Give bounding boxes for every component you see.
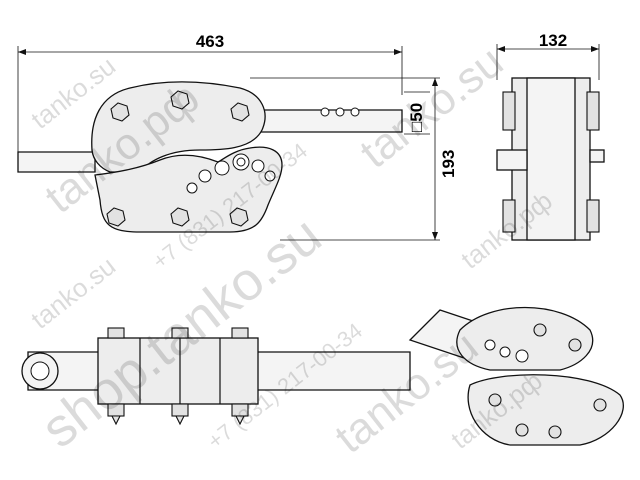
dimension-length: 463 [17, 32, 403, 155]
dimension-width: 132 [496, 31, 600, 80]
dimension-height-label: 193 [439, 150, 458, 178]
dimension-width-label: 132 [539, 31, 567, 50]
dimension-square-label: □50 [407, 103, 426, 132]
bolt-row-lower [106, 207, 249, 227]
side-view: 132 [496, 31, 605, 241]
iso-upper-plate [456, 306, 594, 371]
shank-bar [17, 151, 96, 173]
dimension-height: 193 [250, 77, 458, 241]
svg-text:tanko.su: tanko.su [25, 251, 121, 335]
front-view [21, 327, 411, 426]
adjustment-holes [186, 107, 360, 194]
svg-text:tanko.su: tanko.su [351, 37, 512, 178]
isometric-view [408, 306, 624, 446]
side-stub [496, 149, 528, 171]
iso-lower-plate [467, 374, 624, 446]
dimension-length-label: 463 [196, 32, 224, 51]
top-view: 463 [17, 32, 458, 241]
bolt-row-upper [110, 90, 250, 122]
